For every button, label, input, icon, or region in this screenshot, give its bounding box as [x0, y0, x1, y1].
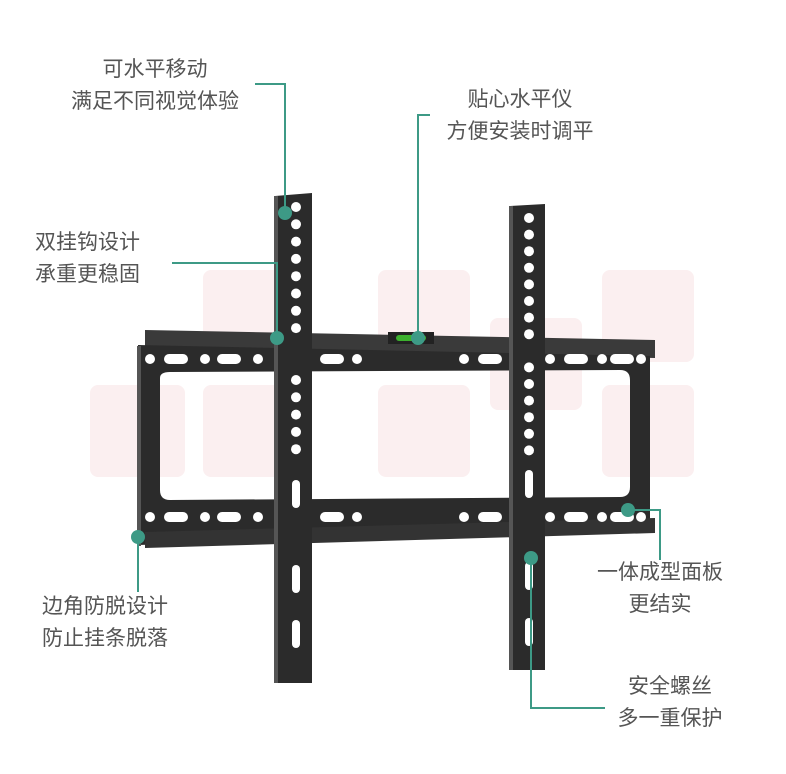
callout-double-hook: 双挂钩设计 承重更稳固 — [35, 226, 140, 290]
hole — [352, 354, 362, 364]
hole — [291, 375, 301, 385]
hole — [524, 428, 534, 439]
callout-title: 贴心水平仪 — [467, 87, 573, 111]
callout-title: 双挂钩设计 — [35, 230, 140, 254]
hole — [524, 379, 534, 389]
hole — [320, 512, 344, 522]
callout-title: 一体成型面板 — [597, 560, 723, 584]
hole — [597, 354, 607, 364]
hole — [291, 202, 301, 212]
hole — [524, 329, 534, 340]
hole — [352, 512, 362, 522]
hole — [524, 412, 534, 423]
hole — [253, 354, 263, 364]
hole — [525, 470, 533, 498]
callout-horizontal-move: 可水平移动 满足不同视觉体验 — [50, 53, 260, 117]
callout-safety-screw: 安全螺丝 多一重保护 — [600, 670, 740, 734]
callout-title: 边角防脱设计 — [42, 594, 168, 618]
hole — [524, 246, 534, 257]
hole — [597, 512, 607, 522]
hole — [524, 296, 534, 306]
hole — [564, 512, 588, 522]
hole — [292, 565, 300, 593]
callout-title: 可水平移动 — [102, 57, 208, 81]
frame-mounting-holes — [145, 354, 646, 522]
hole — [217, 354, 241, 364]
callout-lines — [137, 83, 661, 709]
hole — [145, 354, 155, 364]
hole — [524, 262, 534, 273]
callout-desc: 防止挂条脱落 — [42, 626, 168, 650]
callout-dot — [131, 530, 145, 544]
hole — [291, 426, 301, 437]
callout-dot — [278, 206, 292, 220]
hole — [164, 512, 188, 522]
callout-dot — [621, 503, 635, 517]
hole — [291, 305, 301, 316]
callout-dot — [411, 331, 425, 345]
hole — [524, 445, 534, 456]
hole — [636, 512, 646, 522]
callout-desc: 方便安装时调平 — [446, 119, 594, 143]
hole — [545, 354, 555, 364]
hole — [291, 288, 301, 299]
callout-dots — [131, 206, 635, 565]
hole — [291, 219, 301, 230]
hole — [291, 444, 301, 455]
hole — [200, 354, 210, 364]
hole — [564, 354, 588, 364]
hole — [320, 354, 344, 364]
hole — [478, 512, 502, 522]
left-hanging-bar — [274, 193, 312, 683]
hole — [292, 480, 300, 508]
hole — [292, 620, 300, 648]
hole — [478, 354, 502, 364]
callout-dot — [524, 551, 538, 565]
hole — [291, 323, 301, 334]
callout-title: 安全螺丝 — [628, 674, 712, 698]
hole — [524, 312, 534, 323]
hole — [524, 229, 534, 240]
hole — [145, 512, 155, 522]
background-tiles — [90, 270, 694, 477]
callout-desc: 满足不同视觉体验 — [71, 89, 239, 113]
callout-one-piece-panel: 一体成型面板 更结实 — [580, 556, 740, 620]
hole — [291, 392, 301, 403]
hole — [217, 512, 241, 522]
callout-dot — [270, 331, 284, 345]
hole — [291, 271, 301, 282]
hole — [291, 253, 301, 264]
callout-desc: 更结实 — [628, 592, 692, 616]
hole — [524, 395, 534, 406]
callout-anti-slip: 边角防脱设计 防止挂条脱落 — [42, 590, 168, 654]
hole — [253, 512, 263, 522]
hole — [524, 279, 534, 290]
hole — [291, 236, 301, 247]
callout-level: 贴心水平仪 方便安装时调平 — [430, 83, 610, 147]
hole — [524, 362, 534, 373]
callout-desc: 多一重保护 — [617, 706, 723, 730]
hole — [291, 409, 301, 420]
hole — [459, 354, 469, 364]
hole — [545, 512, 555, 522]
callout-desc: 承重更稳固 — [35, 262, 140, 286]
hole — [459, 512, 469, 522]
hole — [164, 354, 188, 364]
hole — [524, 213, 534, 223]
hole — [200, 512, 210, 522]
hole — [636, 354, 646, 364]
hole — [610, 354, 634, 364]
